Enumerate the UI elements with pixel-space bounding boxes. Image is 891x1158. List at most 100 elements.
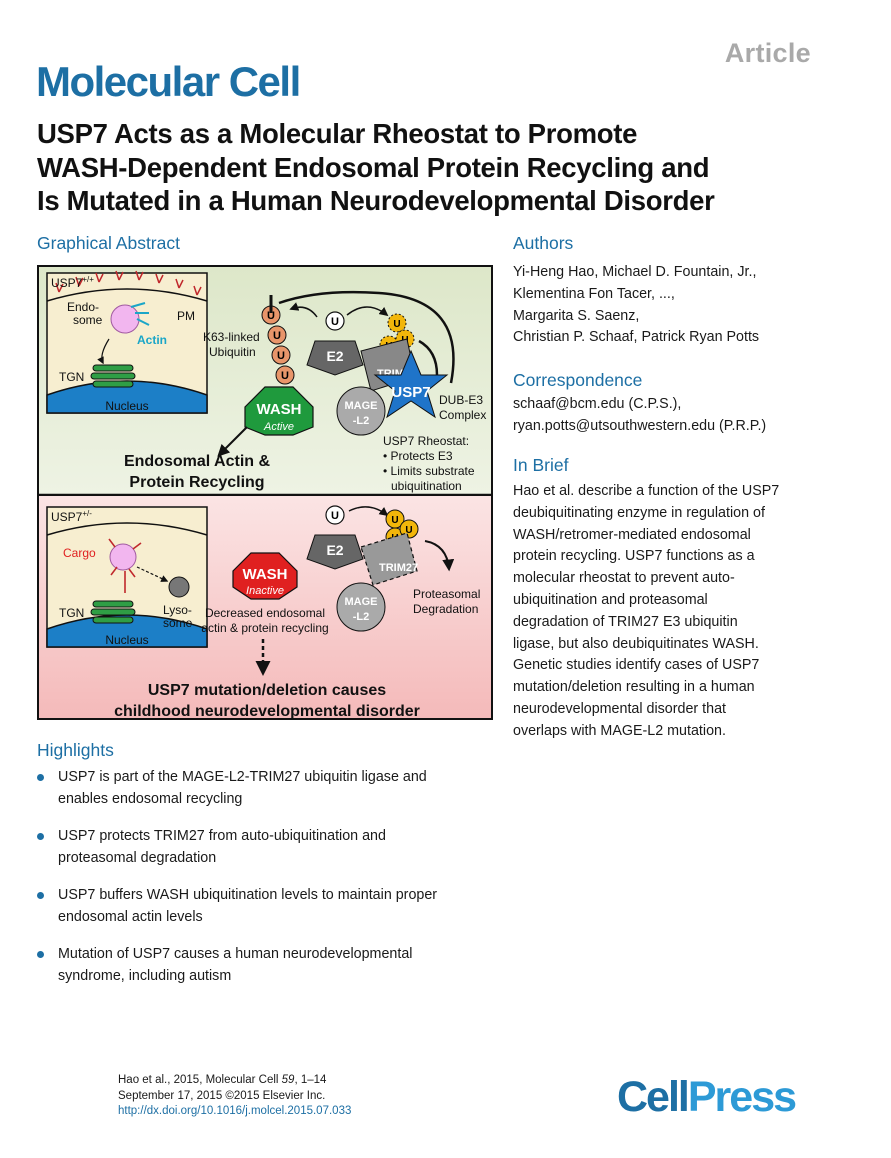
author-line: Klementina Fon Tacer, ..., xyxy=(513,285,675,302)
dub-label-1: DUB-E3 xyxy=(439,393,483,407)
endosome-shape xyxy=(110,304,140,334)
svg-text:U: U xyxy=(393,319,400,330)
in-brief-text: Hao et al. describe a function of the US… xyxy=(513,483,780,739)
e2-shape-mutant xyxy=(306,534,364,570)
article-type-label: Article xyxy=(724,38,811,68)
title-line: Is Mutated in a Human Neurodevelopmental… xyxy=(37,185,715,216)
decreased-label-1: Decreased endosomal xyxy=(205,606,325,620)
plasma-membrane xyxy=(46,288,208,302)
graphical-abstract-diagram: Nucleus TGN Endo- some PM Actin USP7+/+ … xyxy=(39,267,491,720)
svg-text:U: U xyxy=(267,310,275,322)
journal-name: Molecular Cell xyxy=(36,58,301,105)
article-title: USP7 Acts as a Molecular Rheostat to Pro… xyxy=(37,117,827,218)
nucleus-label: Nucleus xyxy=(105,399,148,413)
dub-label-2: Complex xyxy=(439,408,486,422)
endosome-label-1: Endo- xyxy=(67,300,99,314)
highlights-heading: Highlights xyxy=(37,740,114,760)
proteasomal-label-2: Degradation xyxy=(413,602,478,616)
wash-inactive-octagon xyxy=(232,552,298,600)
wash-active-octagon xyxy=(244,386,314,436)
free-ubiquitin xyxy=(325,311,345,331)
top-outcome-1: Endosomal Actin & xyxy=(124,453,271,470)
cell-inset-mutant: Nucleus TGN Cargo Lyso- some USP7+/- xyxy=(46,506,208,648)
graphical-abstract-figure: Nucleus TGN Endo- some PM Actin USP7+/+ … xyxy=(37,265,493,720)
k63-label-1: K63-linked xyxy=(203,330,260,344)
usp7-removal-arc xyxy=(278,290,455,384)
highlights-list: USP7 is part of the MAGE-L2-TRIM27 ubiqu… xyxy=(37,767,507,1003)
bottom-outcome-2: childhood neurodevelopmental disorder xyxy=(114,703,420,720)
author-line: Yi-Heng Hao, Michael D. Fountain, Jr., xyxy=(513,264,757,280)
wash-inactive-state: Inactive xyxy=(246,585,284,597)
in-brief-heading: In Brief xyxy=(513,455,569,475)
email-link[interactable]: ryan.potts@utsouthwestern.edu (P.R.P.) xyxy=(513,417,767,434)
highlight-item: Mutation of USP7 causes a human neurodev… xyxy=(37,944,507,987)
lysosome-label-2: some xyxy=(163,616,193,630)
mage-label-1: MAGE xyxy=(345,400,378,412)
tgn-shape xyxy=(90,364,136,388)
genotype-label: USP7+/+ xyxy=(51,275,94,290)
citation: Hao et al., 2015, Molecular Cell 59, 1–1… xyxy=(118,1073,351,1120)
author-line: Christian P. Schaaf, Patrick Ryan Potts xyxy=(513,329,760,346)
highlight-item: USP7 protects TRIM27 from auto-ubiquitin… xyxy=(37,826,507,869)
cargo-label: Cargo xyxy=(63,546,96,560)
svg-text:U: U xyxy=(277,350,285,362)
highlight-item: USP7 buffers WASH ubiquitination levels … xyxy=(37,885,507,928)
trim27-label-mutant: TRIM27 xyxy=(379,562,418,574)
mage-l2-shape xyxy=(336,386,386,436)
cargo-marks xyxy=(55,270,202,296)
bullet-icon xyxy=(37,833,44,840)
mage-l2-shape-mutant xyxy=(336,582,386,632)
k63-ubiquitin-chain: U U U U xyxy=(261,305,295,385)
lysosome-label-1: Lyso- xyxy=(163,603,192,617)
correspondence-emails: schaaf@bcm.edu (C.P.S.), ryan.potts@utso… xyxy=(513,394,863,438)
decreased-label-2: actin & protein recycling xyxy=(201,621,328,635)
svg-text:U: U xyxy=(331,510,339,522)
authors-heading: Authors xyxy=(513,233,574,253)
citation-line-2: September 17, 2015 ©2015 Elsevier Inc. xyxy=(118,1089,326,1102)
e2-shape xyxy=(306,340,364,376)
bullet-icon xyxy=(37,951,44,958)
svg-text:U: U xyxy=(405,525,412,536)
wash-active-state: Active xyxy=(263,421,294,433)
e2-label: E2 xyxy=(326,348,343,364)
pm-label: PM xyxy=(177,309,195,323)
nucleus-shape xyxy=(46,380,208,414)
genotype-label-mutant: USP7+/- xyxy=(51,509,92,524)
top-outcome-2: Protein Recycling xyxy=(129,474,264,491)
trim27-shape-mutant xyxy=(360,532,418,586)
bullet-icon xyxy=(37,774,44,781)
graphical-abstract-heading: Graphical Abstract xyxy=(37,233,180,253)
rheostat-item-1: • Protects E3 xyxy=(383,449,453,463)
authors-list: Yi-Heng Hao, Michael D. Fountain, Jr., K… xyxy=(513,262,863,349)
tgn-label: TGN xyxy=(59,370,84,384)
email-link[interactable]: schaaf@bcm.edu (C.P.S.), xyxy=(513,396,682,412)
k63-label-2: Ubiquitin xyxy=(209,345,256,359)
title-line: WASH-Dependent Endosomal Protein Recycli… xyxy=(37,151,710,183)
svg-text:U: U xyxy=(331,316,339,328)
correspondence-heading: Correspondence xyxy=(513,370,643,390)
doi-link[interactable]: http://dx.doi.org/10.1016/j.molcel.2015.… xyxy=(118,1105,352,1117)
wash-active-label: WASH xyxy=(257,401,302,418)
svg-text:U: U xyxy=(273,330,281,342)
svg-text:U: U xyxy=(281,370,289,382)
cell-inset-wildtype: Nucleus TGN Endo- some PM Actin USP7+/+ xyxy=(46,270,208,414)
title-line: USP7 Acts as a Molecular Rheostat to Pro… xyxy=(37,118,638,149)
highlight-item: USP7 is part of the MAGE-L2-TRIM27 ubiqu… xyxy=(37,767,507,810)
citation-line-1: Hao et al., 2015, Molecular Cell 59, 1–1… xyxy=(118,1074,327,1086)
proteasomal-label-1: Proteasomal xyxy=(413,587,480,601)
svg-text:U: U xyxy=(391,515,398,526)
bottom-outcome-1: USP7 mutation/deletion causes xyxy=(148,682,386,699)
usp7-star xyxy=(373,349,449,419)
rheostat-label: USP7 Rheostat: xyxy=(383,434,469,448)
bullet-icon xyxy=(37,892,44,899)
author-line: Margarita S. Saenz, xyxy=(513,307,640,324)
endosome-label-2: some xyxy=(73,313,103,327)
tgn-label-mutant: TGN xyxy=(59,606,84,620)
e2-label-mutant: E2 xyxy=(326,542,343,558)
cellpress-logo: CellPress xyxy=(617,1073,797,1121)
wash-inactive-label: WASH xyxy=(243,566,288,583)
mage-label-1-mutant: MAGE xyxy=(345,596,378,608)
rheostat-item-3: ubiquitination xyxy=(391,479,462,493)
actin-filaments xyxy=(130,302,150,326)
usp7-label: USP7 xyxy=(391,384,430,401)
